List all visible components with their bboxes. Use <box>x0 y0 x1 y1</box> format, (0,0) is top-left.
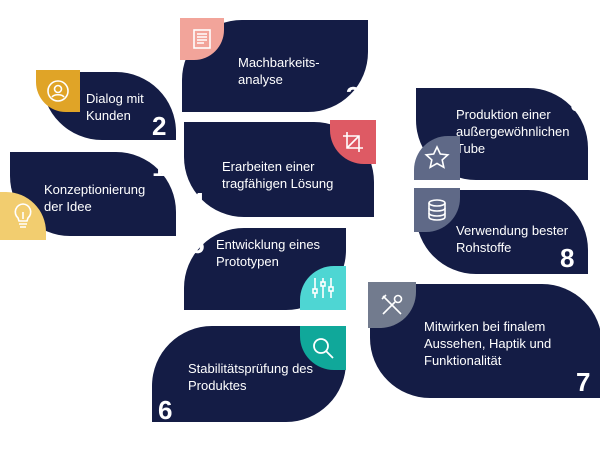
step-6-number: 6 <box>158 395 173 425</box>
step-2-number: 2 <box>152 111 167 141</box>
step-1-number: 1 <box>152 152 167 182</box>
step-3-number: 3 <box>346 81 361 111</box>
step-9-label: Produktion einer außergewöhnlichen Tube <box>456 107 570 156</box>
step-2-label: Dialog mit Kunden <box>86 91 144 123</box>
step-4-number: 4 <box>190 187 205 217</box>
step-7-label: Mitwirken bei finalem Aussehen, Haptik u… <box>424 319 552 368</box>
person-icon <box>36 70 80 112</box>
step-3-label: Machbarkeits-analyse <box>238 55 320 87</box>
step-1-label: Konzeptionierung der Idee <box>44 182 146 214</box>
step-8-label: Verwendung bester Rohstoffe <box>456 223 569 255</box>
step-5-label: Entwicklung eines Prototypen <box>216 237 321 269</box>
step-8-number: 8 <box>560 243 575 273</box>
step-9-number: 9 <box>570 87 585 117</box>
step-6-label: Stabilitätsprüfung des Produktes <box>188 361 314 393</box>
step-5-number: 5 <box>190 229 205 259</box>
step-4-label: Erarbeiten einer tragfähigen Lösung <box>222 159 334 191</box>
star-icon <box>414 136 460 180</box>
step-7-number: 7 <box>576 367 591 397</box>
